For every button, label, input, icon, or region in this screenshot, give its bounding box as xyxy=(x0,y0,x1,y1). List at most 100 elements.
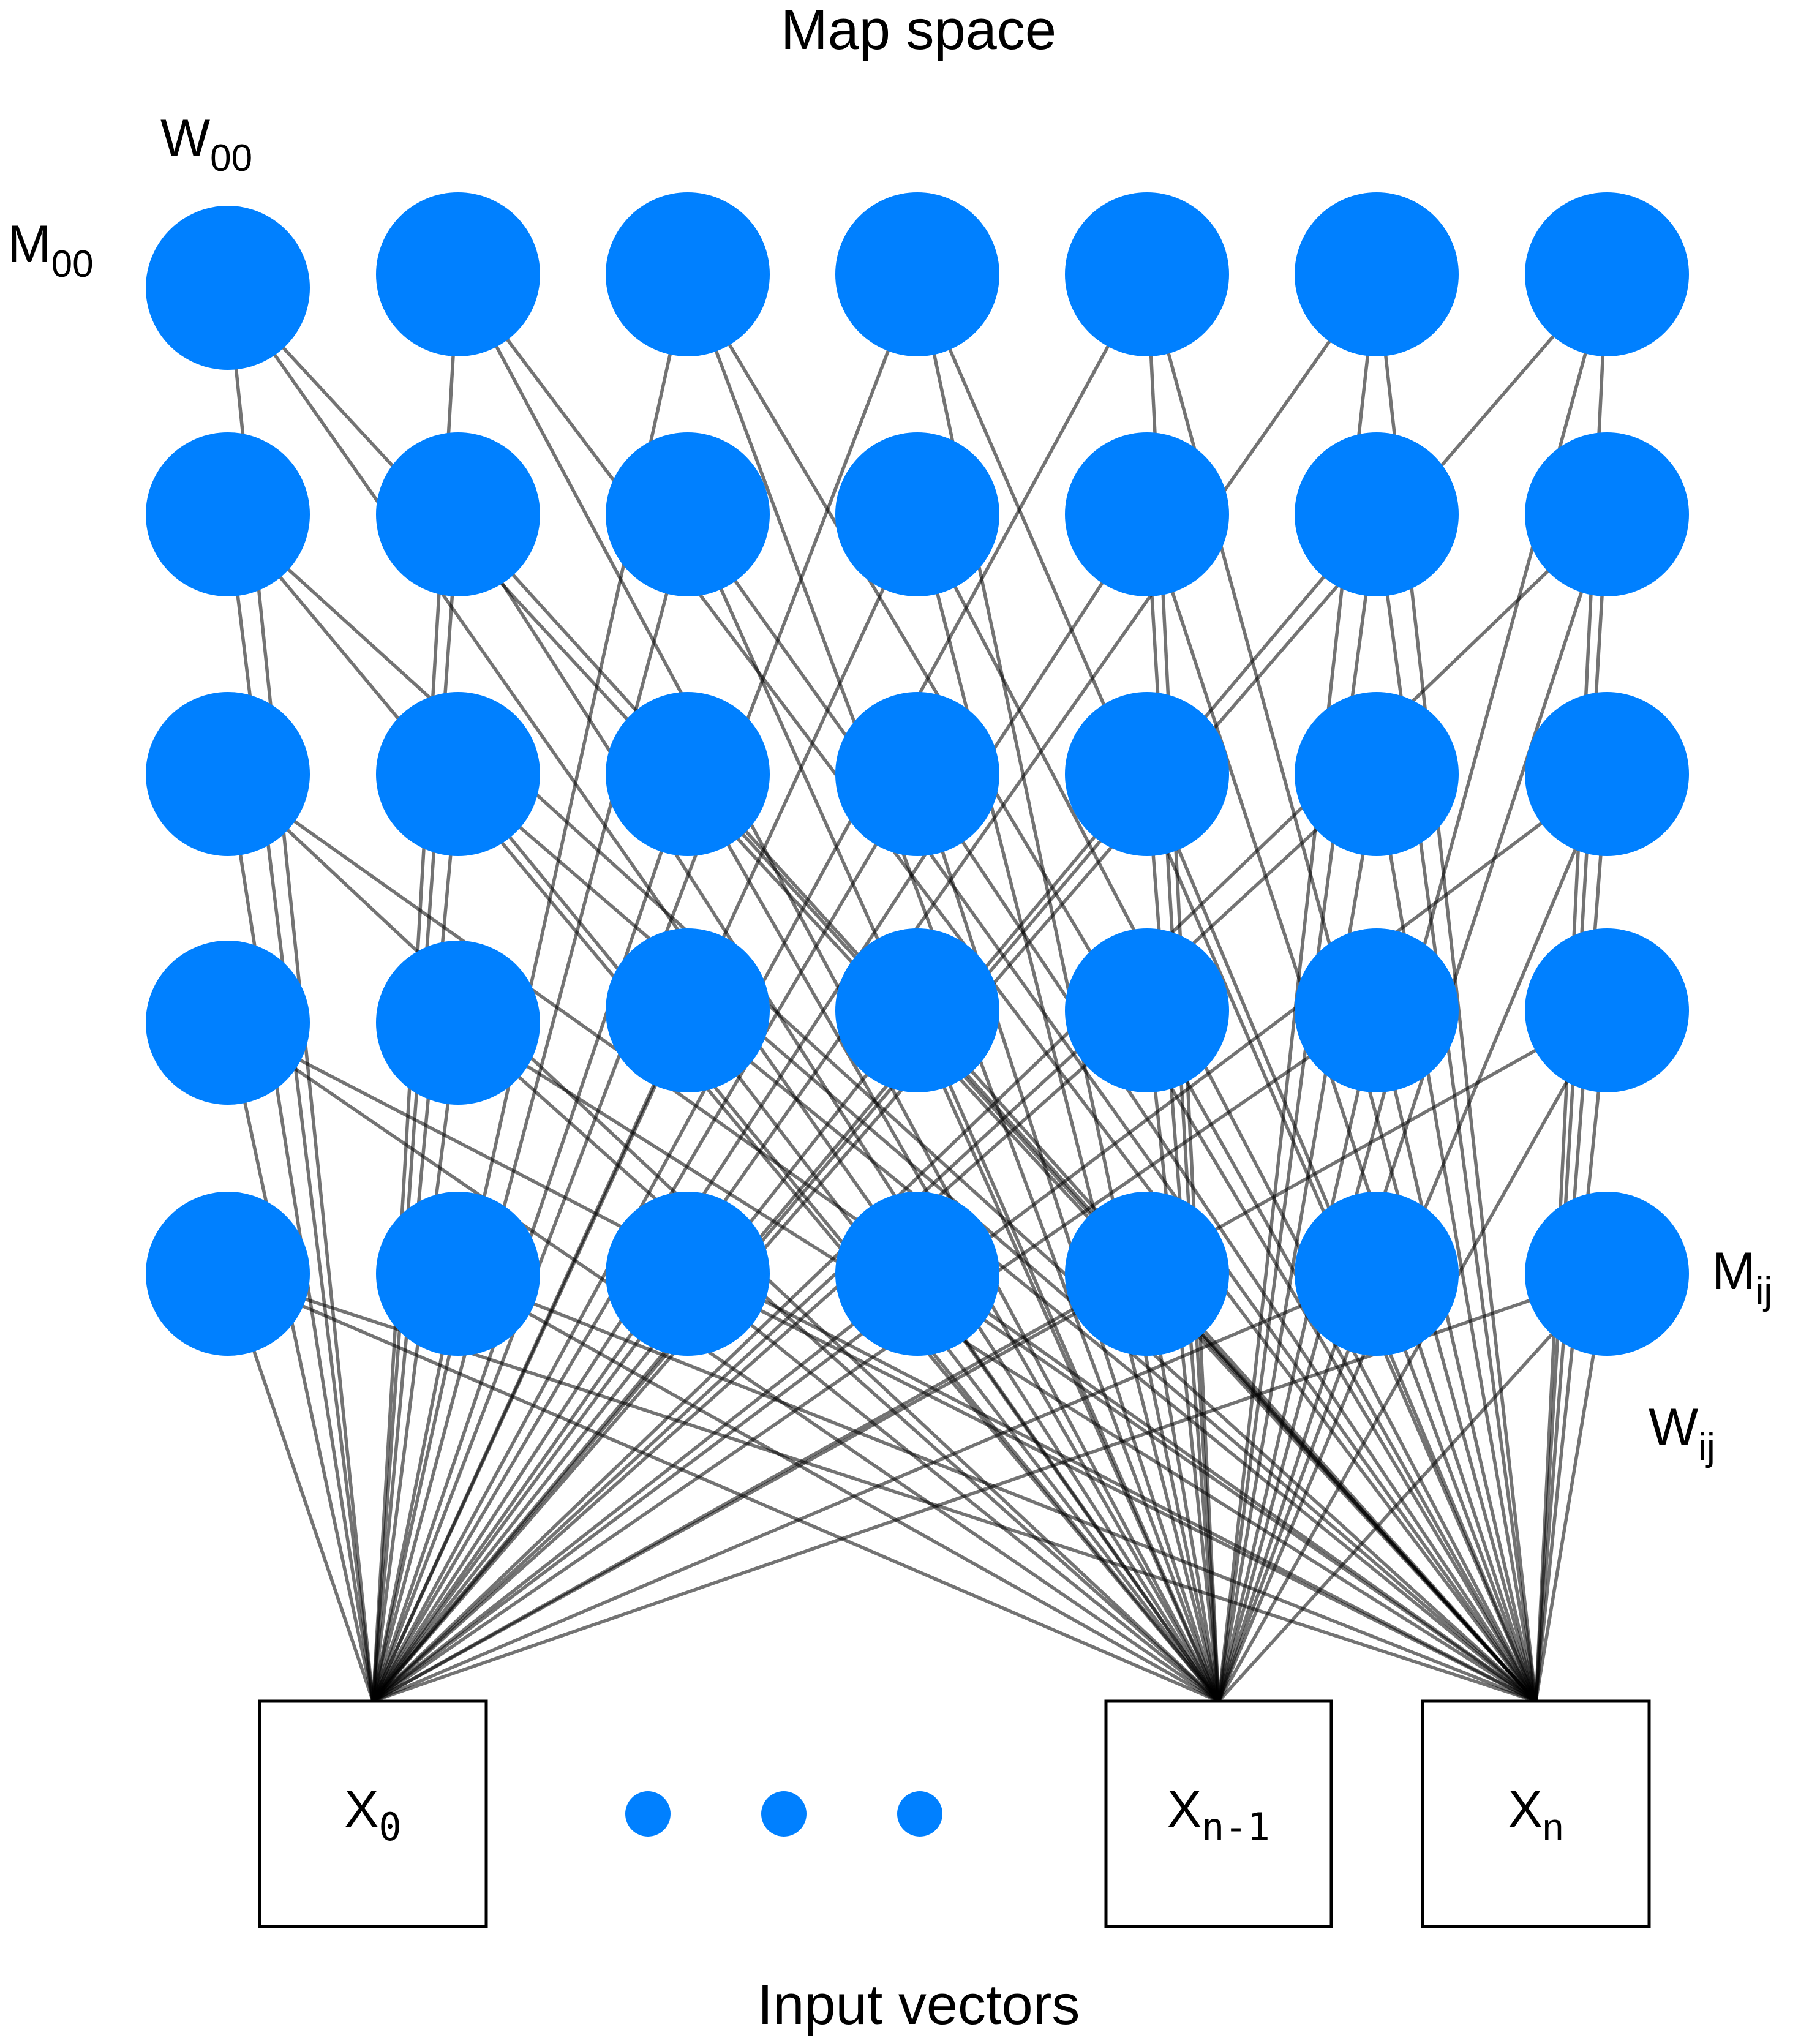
connection-r3-c6-to-xn1 xyxy=(1217,1052,1584,1702)
map-node-r2-c6 xyxy=(1525,692,1689,856)
label-m00-sub: 00 xyxy=(51,243,94,285)
connection-r3-c4-to-x0 xyxy=(372,1042,1111,1703)
connection-r1-c4-to-x0 xyxy=(371,554,1122,1702)
diagram-footer: Input vectors xyxy=(758,1974,1080,2036)
map-node-r4-c4 xyxy=(1065,1192,1229,1356)
map-node-r0-c4 xyxy=(1065,192,1229,356)
connection-r4-c6-to-xn xyxy=(1534,1322,1601,1702)
connection-r4-c3-to-x0 xyxy=(372,1303,880,1703)
map-node-r2-c0 xyxy=(146,692,310,856)
input-label-xn-1: Xn-1 xyxy=(1167,1780,1270,1849)
input-label-xn: Xn xyxy=(1508,1780,1564,1849)
input-label-x0: X0 xyxy=(344,1780,401,1849)
connection-r3-c2-to-xn xyxy=(724,1040,1537,1703)
connection-r3-c1-to-x0 xyxy=(371,1071,454,1702)
ellipsis-dot-2 xyxy=(761,1791,807,1837)
map-node-r3-c0 xyxy=(146,941,310,1105)
connection-r3-c5-to-x0 xyxy=(372,1037,1337,1703)
connection-r4-c6-to-x0 xyxy=(372,1288,1561,1703)
map-node-r4-c1 xyxy=(376,1192,540,1356)
input-vectors: X0 Xn-1 Xn xyxy=(258,1699,1651,1928)
ellipsis-dots xyxy=(625,1791,942,1837)
connection-r3-c3-to-xn1 xyxy=(935,1055,1220,1702)
connection-r3-c3-to-x0 xyxy=(371,1048,889,1702)
connection-r3-c0-to-xn1 xyxy=(267,1049,1220,1703)
connection-r1-c3-to-xn xyxy=(938,557,1538,1702)
map-node-r4-c0 xyxy=(146,1192,310,1356)
map-node-r2-c2 xyxy=(606,692,770,856)
connection-r4-c4-to-xn xyxy=(1179,1309,1538,1702)
map-node-r3-c2 xyxy=(606,928,770,1092)
map-node-r4-c6 xyxy=(1525,1192,1689,1356)
input-label-xn-sub: n xyxy=(1543,1807,1563,1849)
map-node-r1-c5 xyxy=(1295,432,1459,596)
label-w00-base: W xyxy=(160,109,210,168)
map-node-r0-c1 xyxy=(376,192,540,356)
connection-r4-c5-to-xn1 xyxy=(1217,1319,1361,1702)
input-label-x0-sub: 0 xyxy=(378,1805,401,1849)
connection-r4-c1-to-xn xyxy=(503,1290,1537,1703)
connection-r4-c5-to-xn xyxy=(1392,1319,1538,1702)
map-node-r1-c6 xyxy=(1525,432,1689,596)
map-node-r0-c2 xyxy=(606,192,770,356)
label-mij: Mij xyxy=(1712,1242,1772,1312)
input-box-xn: Xn xyxy=(1421,1699,1651,1928)
label-m00-base: M xyxy=(7,215,51,274)
label-wij: Wij xyxy=(1649,1398,1715,1468)
map-node-r1-c1 xyxy=(376,432,540,596)
connection-r4-c2-to-x0 xyxy=(371,1312,660,1702)
map-node-r0-c3 xyxy=(835,192,999,356)
connection-r2-c3-to-xn xyxy=(943,814,1538,1702)
map-node-r4-c3 xyxy=(835,1192,999,1356)
connection-r1-c2-to-xn1 xyxy=(706,558,1220,1702)
input-box-x0-frame xyxy=(258,1699,488,1928)
connection-r3-c2-to-x0 xyxy=(371,1055,669,1702)
map-node-r1-c3 xyxy=(835,432,999,596)
map-node-r2-c5 xyxy=(1295,692,1459,856)
map-node-r0-c0 xyxy=(146,206,310,370)
connection-r3-c5-to-xn xyxy=(1386,1058,1538,1702)
connection-r4-c3-to-xn xyxy=(957,1300,1537,1703)
label-mij-sub: ij xyxy=(1756,1270,1773,1312)
map-node-r3-c3 xyxy=(835,928,999,1092)
connection-r4-c0-to-x0 xyxy=(242,1320,375,1702)
connection-r4-c2-to-xn xyxy=(731,1294,1537,1703)
label-wij-base: W xyxy=(1649,1398,1698,1457)
ellipsis-dot-3 xyxy=(897,1791,942,1837)
connection-r4-c4-to-xn1 xyxy=(1153,1322,1220,1702)
map-node-r1-c0 xyxy=(146,432,310,596)
connection-r3-c5-to-xn1 xyxy=(1217,1058,1367,1702)
connection-r3-c1-to-xn1 xyxy=(494,1054,1220,1703)
label-m00: M00 xyxy=(7,215,94,285)
connection-r4-c6-to-xn1 xyxy=(1217,1309,1575,1702)
label-mij-base: M xyxy=(1712,1242,1756,1301)
connection-r3-c4-to-xn xyxy=(1170,1052,1538,1702)
input-label-x0-base: X xyxy=(344,1780,378,1838)
map-node-r2-c4 xyxy=(1065,692,1229,856)
map-nodes xyxy=(146,192,1689,1356)
map-node-r4-c2 xyxy=(606,1192,770,1356)
input-box-xn-1: Xn-1 xyxy=(1104,1699,1333,1928)
label-w00: W00 xyxy=(160,109,252,179)
connection-r0-c3-to-xn xyxy=(935,318,1538,1702)
input-label-xn-1-base: X xyxy=(1167,1780,1201,1838)
connection-r3-c1-to-xn xyxy=(498,1047,1537,1703)
connection-r4-c1-to-x0 xyxy=(371,1322,450,1702)
map-node-r0-c5 xyxy=(1295,192,1459,356)
input-box-x0: X0 xyxy=(258,1699,488,1928)
input-box-xn-1-frame xyxy=(1104,1699,1333,1928)
ellipsis-dot-1 xyxy=(625,1791,671,1837)
map-node-r0-c6 xyxy=(1525,192,1689,356)
connection-r3-c2-to-xn1 xyxy=(716,1048,1220,1702)
input-box-xn-frame xyxy=(1421,1699,1651,1928)
connection-r4-c5-to-x0 xyxy=(372,1291,1333,1703)
connection-r4-c4-to-x0 xyxy=(372,1296,1105,1703)
connection-r3-c6-to-xn xyxy=(1534,1059,1604,1702)
connection-r3-c0-to-x0 xyxy=(236,1070,375,1702)
label-wij-sub: ij xyxy=(1698,1426,1715,1468)
connection-r4-c3-to-xn1 xyxy=(944,1313,1220,1702)
connection-r4-c0-to-xn xyxy=(274,1287,1536,1703)
map-node-r2-c1 xyxy=(376,692,540,856)
map-node-r1-c2 xyxy=(606,432,770,596)
